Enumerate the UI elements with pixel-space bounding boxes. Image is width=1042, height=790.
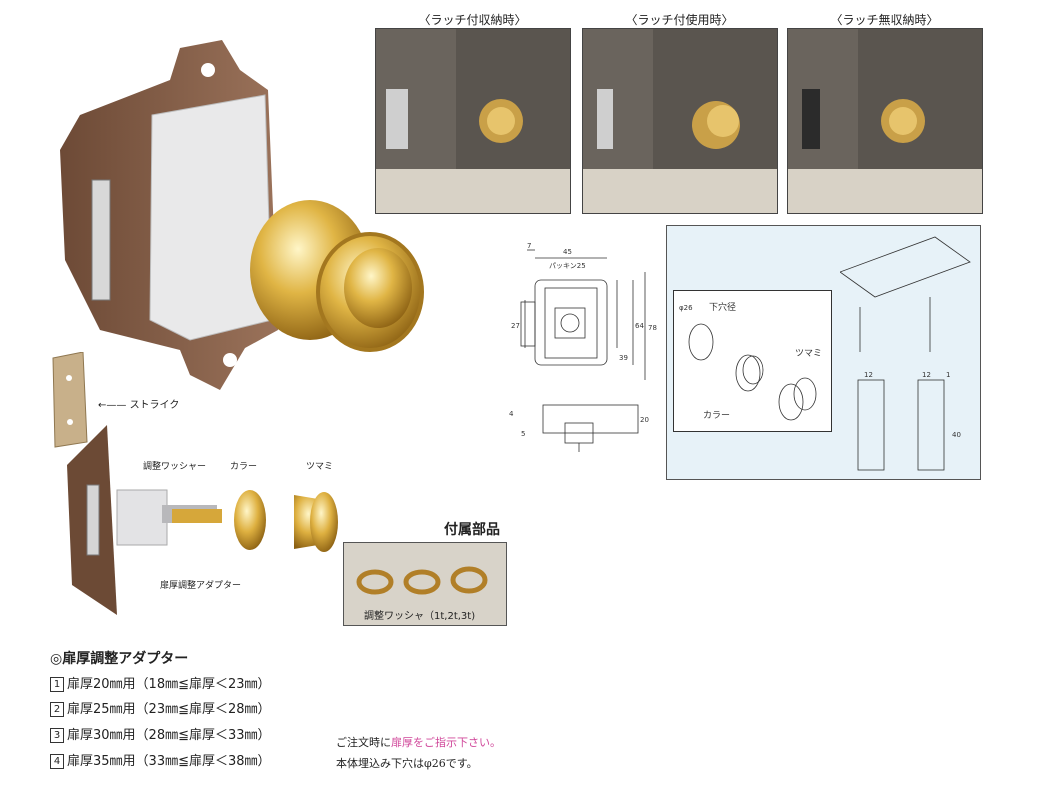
installation-drawing: φ26 下穴径 ツマミ カラー [679, 301, 822, 421]
order-note: ご注文時に扉厚をご指示下さい。 [336, 734, 501, 750]
dim-7: 7 [527, 242, 531, 250]
dim-20: 20 [640, 416, 649, 424]
dim-64: 64 [635, 322, 644, 330]
install-hole-label: 下穴径 [709, 301, 736, 313]
adapter-row-text: 扉厚20㎜用（18㎜≦扉厚＜23㎜） [67, 677, 271, 692]
caption-latched-stored: 〈ラッチ付収納時〉 [418, 13, 527, 27]
order-note-highlight: 扉厚をご指示下さい。 [391, 736, 501, 749]
installation-inset [673, 290, 832, 432]
caption-latched-in-use: 〈ラッチ付使用時〉 [625, 13, 734, 27]
install-collar: カラー [703, 410, 730, 421]
dim-45: 45 [563, 248, 572, 256]
photo-latched-in-use [582, 28, 778, 214]
adapter-row-text: 扉厚25㎜用（23㎜≦扉厚＜28㎜） [67, 702, 271, 717]
dim-39: 39 [619, 354, 628, 362]
adapter-row-num: 2 [50, 702, 64, 717]
adapter-row-num: 1 [50, 677, 64, 692]
collar-label: カラー [230, 462, 258, 472]
dim-25: パッキン25 [549, 262, 586, 270]
dim-5: 5 [521, 430, 525, 438]
accessories-title: 付属部品 [444, 522, 500, 538]
dim-4: 4 [509, 410, 514, 418]
photo-unlatched-stored [787, 28, 983, 214]
dimension-drawing: 45 7 パッキン25 27 64 78 39 4 5 20 [509, 242, 657, 452]
dim-27: 27 [511, 322, 520, 330]
caption-unlatched-stored: 〈ラッチ無収納時〉 [830, 13, 939, 27]
adapter-row-text: 扉厚30㎜用（28㎜≦扉厚＜33㎜） [67, 728, 271, 743]
accessories-caption: 調整ワッシャ（1t,2t,3t) [364, 611, 476, 622]
install-dim-40: 40 [952, 431, 961, 439]
order-note-prefix: ご注文時に [336, 736, 391, 749]
dim-78: 78 [648, 324, 657, 332]
adapter-row-num: 4 [50, 754, 64, 769]
photo-latched-stored [375, 28, 571, 214]
install-hole: φ26 [679, 304, 693, 312]
door-adapter-label: 扉厚調整アダプター [160, 581, 242, 591]
washer-rings [356, 566, 488, 595]
installation-cabinet: 12 12 1 40 [840, 236, 971, 471]
install-dim-12a: 12 [864, 371, 873, 379]
hole-note: 本体埋込み下穴はφ26です。 [336, 757, 478, 770]
install-dim-1: 1 [946, 371, 950, 379]
install-dim-12b: 12 [922, 371, 931, 379]
accessories-box [343, 542, 507, 626]
adapter-row-num: 3 [50, 728, 64, 743]
product-photo [60, 40, 424, 390]
install-knob: ツマミ [795, 349, 822, 359]
washer-label: 調整ワッシャー [143, 462, 207, 472]
exploded-photo [67, 425, 338, 615]
strike-photo [52, 352, 88, 448]
strike-leader: ←—— [98, 400, 130, 411]
adapter-row-text: 扉厚35㎜用（33㎜≦扉厚＜38㎜） [67, 754, 271, 769]
adapter-title: ◎扉厚調整アダプター [50, 651, 189, 667]
knob-label: ツマミ [306, 462, 334, 472]
strike-label: ストライク [129, 400, 180, 411]
